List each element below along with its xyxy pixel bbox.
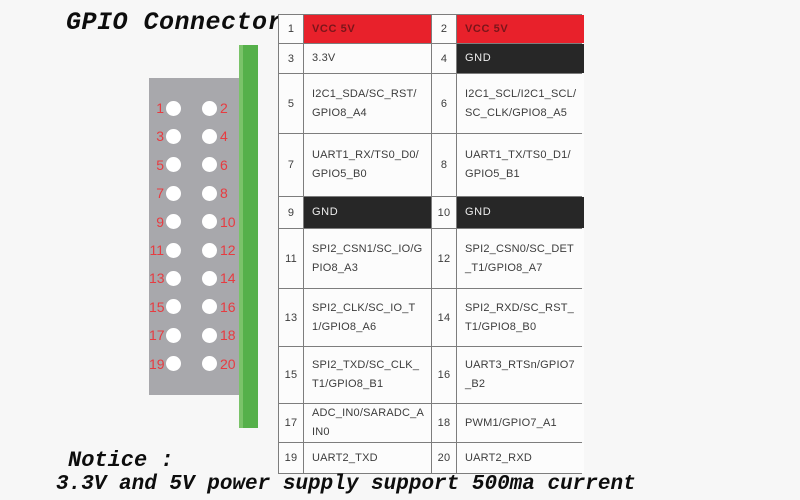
pin-cell-number: 16 — [432, 347, 456, 403]
pin-cell-number: 14 — [432, 289, 456, 346]
pin-cell-function: UART1_TX/TS0_D1/GPIO5_B1 — [457, 134, 584, 196]
pin-cell-number: 9 — [279, 197, 303, 228]
pin-number-left: 7 — [156, 185, 164, 202]
pin-number-right: 4 — [220, 128, 228, 145]
pin-cell-number: 11 — [279, 229, 303, 288]
pin-number-left: 3 — [156, 128, 164, 145]
pin-hole-icon — [166, 214, 181, 230]
pin-cell-number: 10 — [432, 197, 456, 228]
pin-cell-number: 18 — [432, 404, 456, 442]
pin-number-right: 18 — [220, 327, 236, 344]
pin-cell-number: 19 — [279, 443, 303, 473]
pin-cell-number: 7 — [279, 134, 303, 196]
pin-cell-function: VCC 5V — [457, 15, 584, 43]
pin-hole-icon — [202, 185, 217, 201]
pin-cell-function: UART2_RXD — [457, 443, 584, 473]
pin-number-right: 20 — [220, 355, 236, 372]
pin-cell-function: GND — [304, 197, 431, 228]
pin-hole-icon — [166, 100, 181, 116]
pin-number-right: 6 — [220, 156, 228, 173]
pin-cell-number: 20 — [432, 443, 456, 473]
pin-number-right: 8 — [220, 185, 228, 202]
pin-hole-icon — [166, 157, 181, 173]
pin-cell-number: 3 — [279, 44, 303, 73]
pin-cell-number: 12 — [432, 229, 456, 288]
pin-cell-function: SPI2_CLK/SC_IO_T1/GPIO8_A6 — [304, 289, 431, 346]
pin-cell-function: GND — [457, 44, 584, 73]
pin-hole-icon — [166, 270, 181, 286]
pin-cell-function: SPI2_RXD/SC_RST_T1/GPIO8_B0 — [457, 289, 584, 346]
pin-number-left: 11 — [149, 242, 164, 258]
notice-body: 3.3V and 5V power supply support 500ma c… — [56, 473, 636, 496]
pin-cell-function: I2C1_SDA/SC_RST/GPIO8_A4 — [304, 74, 431, 133]
pin-cell-function: I2C1_SCL/I2C1_SCL/SC_CLK/GPIO8_A5 — [457, 74, 584, 133]
pin-hole-icon — [202, 270, 217, 286]
pin-cell-number: 5 — [279, 74, 303, 133]
pin-hole-icon — [166, 299, 181, 315]
pin-hole-icon — [202, 356, 217, 372]
pin-cell-function: SPI2_CSN0/SC_DET_T1/GPIO8_A7 — [457, 229, 584, 288]
pin-number-right: 10 — [220, 213, 236, 230]
pin-cell-number: 8 — [432, 134, 456, 196]
pin-row: 9 10 — [149, 214, 239, 230]
pin-cell-number: 13 — [279, 289, 303, 346]
pin-hole-icon — [166, 356, 181, 372]
pin-number-left: 19 — [149, 355, 165, 372]
pin-cell-number: 6 — [432, 74, 456, 133]
pin-hole-icon — [166, 327, 181, 343]
connector-strip — [239, 45, 258, 428]
pin-cell-number: 2 — [432, 15, 456, 43]
pin-hole-icon — [202, 299, 217, 315]
pin-cell-function: 3.3V — [304, 44, 431, 73]
pin-cell-function: UART1_RX/TS0_D0/GPIO5_B0 — [304, 134, 431, 196]
notice-heading: Notice : — [68, 448, 174, 473]
pin-cell-number: 15 — [279, 347, 303, 403]
pin-row: 11 12 — [149, 242, 239, 258]
pin-number-left: 5 — [156, 156, 164, 173]
page-title: GPIO Connector — [66, 8, 284, 37]
pin-number-right: 14 — [220, 270, 236, 287]
pin-cell-number: 4 — [432, 44, 456, 73]
pin-hole-icon — [202, 128, 217, 144]
pin-hole-icon — [202, 242, 217, 258]
pin-number-left: 9 — [156, 213, 164, 230]
pin-row: 13 14 — [149, 270, 239, 286]
pin-cell-function: UART3_RTSn/GPIO7_B2 — [457, 347, 584, 403]
pin-number-left: 15 — [149, 298, 165, 315]
pin-number-right: 2 — [220, 100, 228, 116]
pin-number-left: 1 — [156, 100, 164, 116]
pin-hole-icon — [166, 128, 181, 144]
pin-hole-icon — [166, 242, 181, 258]
pin-hole-icon — [202, 327, 217, 343]
pin-hole-icon — [202, 157, 217, 173]
pin-cell-function: SPI2_TXD/SC_CLK_T1/GPIO8_B1 — [304, 347, 431, 403]
pin-cell-function: GND — [457, 197, 584, 228]
pin-number-left: 13 — [149, 270, 165, 287]
pin-cell-function: VCC 5V — [304, 15, 431, 43]
pin-hole-icon — [166, 185, 181, 201]
pin-cell-number: 17 — [279, 404, 303, 442]
pin-number-left: 17 — [149, 327, 165, 344]
pin-cell-function: UART2_TXD — [304, 443, 431, 473]
pin-cell-function: SPI2_CSN1/SC_IO/GPIO8_A3 — [304, 229, 431, 288]
pin-number-right: 16 — [220, 298, 236, 315]
pin-cell-function: ADC_IN0/SARADC_AIN0 — [304, 404, 431, 442]
pin-cell-function: PWM1/GPIO7_A1 — [457, 404, 584, 442]
pin-hole-icon — [202, 214, 217, 230]
pin-cell-number: 1 — [279, 15, 303, 43]
pin-number-right: 12 — [220, 242, 236, 258]
pin-hole-icon — [202, 100, 217, 116]
